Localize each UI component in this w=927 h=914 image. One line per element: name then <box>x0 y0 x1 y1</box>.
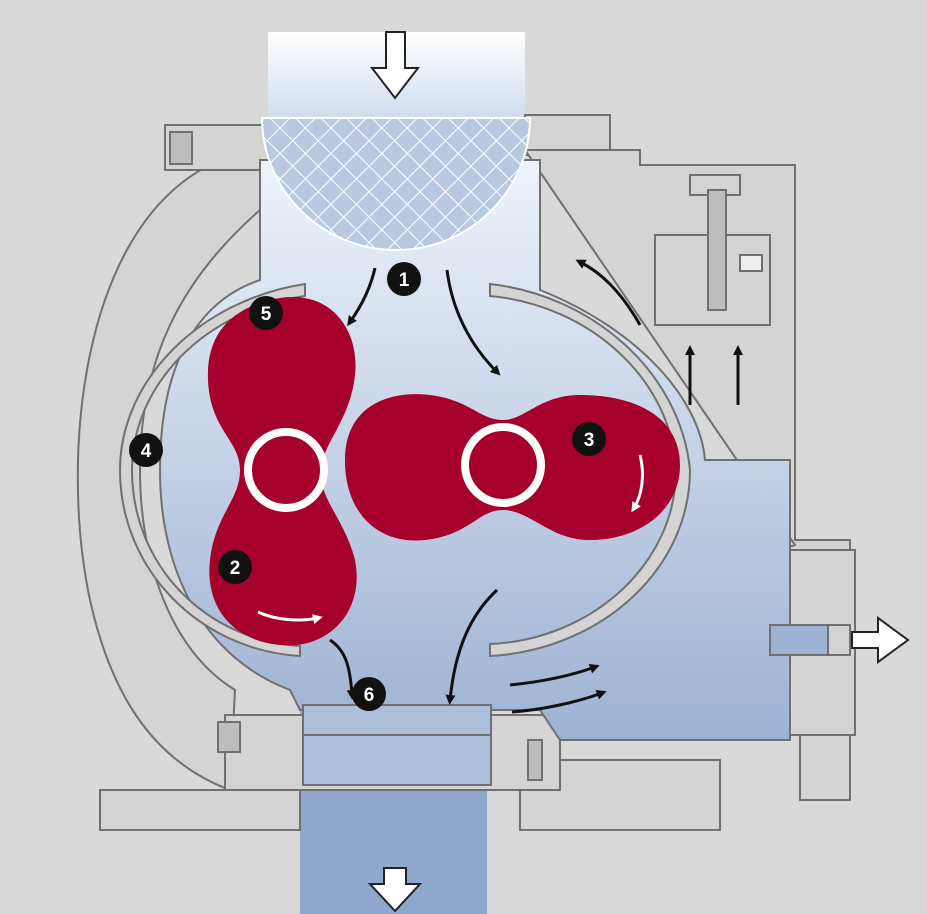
outlet-fitting <box>769 624 851 656</box>
marker-2: 2 <box>218 550 252 584</box>
curved-arrow-icon <box>509 663 600 687</box>
rotor-casing-right <box>489 282 692 658</box>
svg-text:4: 4 <box>141 441 152 462</box>
svg-text:2: 2 <box>230 558 241 579</box>
curved-arrow-icon <box>329 638 357 700</box>
svg-text:3: 3 <box>584 430 595 451</box>
curved-arrow-icon <box>511 690 607 714</box>
marker-3: 3 <box>572 422 606 456</box>
curved-arrow-icon <box>575 259 642 326</box>
outlet-throat <box>302 704 492 786</box>
number-markers: 1 2 3 4 5 6 <box>129 262 606 711</box>
rotor-casing <box>118 282 306 658</box>
marker-6: 6 <box>352 677 386 711</box>
curved-arrow-icon <box>445 588 499 705</box>
svg-text:6: 6 <box>364 685 375 706</box>
marker-4: 4 <box>129 433 163 467</box>
svg-text:5: 5 <box>261 304 272 325</box>
rotation-arrow-icon <box>257 610 323 624</box>
strainer-mesh <box>260 117 532 252</box>
outlet-right-arrow-icon <box>851 616 910 664</box>
curved-arrow-icon <box>445 269 501 376</box>
marker-5: 5 <box>249 296 283 330</box>
curved-arrow-icon <box>347 267 377 327</box>
bolts <box>169 131 543 781</box>
inlet-arrow-icon <box>369 31 421 100</box>
rotation-arrow-icon <box>631 454 644 513</box>
svg-text:1: 1 <box>399 270 410 291</box>
relief-valve <box>654 174 771 326</box>
marker-1: 1 <box>387 262 421 296</box>
outlet-bottom-arrow-icon <box>367 867 423 913</box>
flow-arrows <box>329 259 743 714</box>
